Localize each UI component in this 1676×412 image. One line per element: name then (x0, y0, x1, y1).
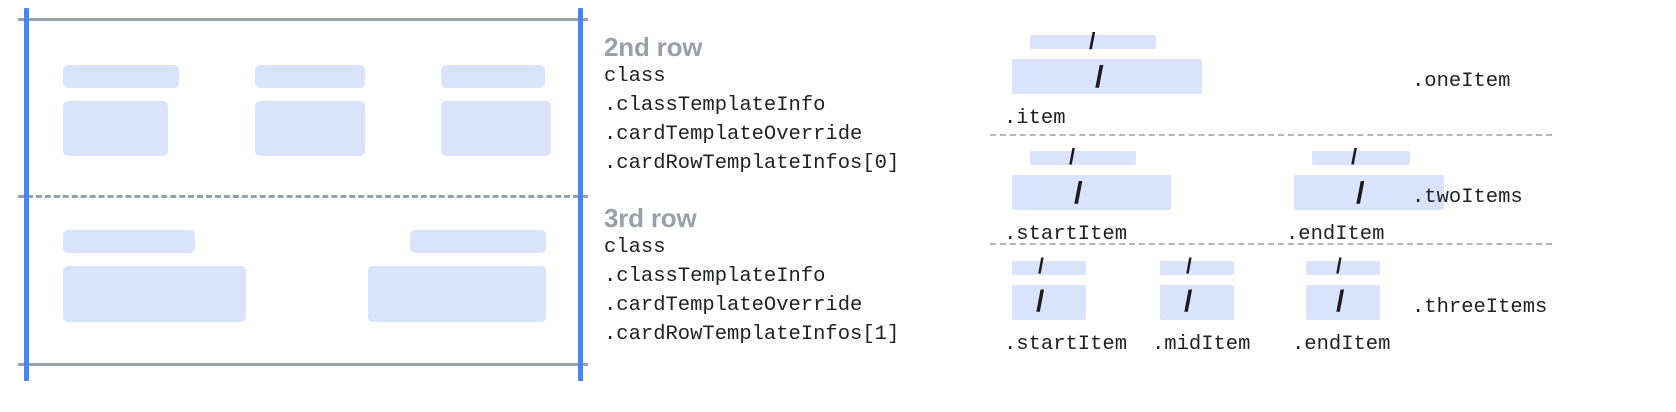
slash-icon: / (1038, 255, 1044, 278)
start-item-caption: .startItem (1004, 223, 1128, 246)
one-item-body-placeholder: / (1012, 59, 1202, 94)
one-item-caption: .item (1004, 107, 1066, 130)
two-items-start-group: / / .startItem (1004, 140, 1224, 246)
variant-label-three-items: .threeItems (1412, 296, 1548, 319)
third-row-description: 3rd row class .classTemplateInfo .cardTe… (604, 203, 899, 349)
variant-separator-1 (990, 134, 1552, 136)
row-description-column: 2nd row class .classTemplateInfo .cardTe… (604, 0, 984, 412)
third-row-code-line-1: class (604, 236, 666, 259)
variant-label-two-items: .twoItems (1412, 186, 1523, 209)
third-row-heading: 3rd row (604, 203, 697, 233)
second-row-code-line-1: class (604, 65, 666, 88)
end-item-body-placeholder: / (1294, 175, 1444, 210)
row3-col2-title-placeholder (410, 230, 546, 253)
card-left-edge-marker (24, 8, 29, 381)
end-item-title-placeholder: / (1306, 256, 1380, 277)
variant-two-items: / / .startItem / / .endItem .twoItems (986, 140, 1676, 247)
variant-one-item: / / .item .oneItem (986, 24, 1676, 131)
slash-icon: / (1095, 59, 1104, 94)
second-row-code-line-3: .cardTemplateOverride (604, 123, 863, 146)
end-item-caption: .endItem (1286, 223, 1385, 246)
end-item-caption: .endItem (1292, 333, 1391, 356)
two-items-end-group: / / .endItem (1286, 140, 1506, 246)
variant-separator-2 (990, 243, 1552, 245)
slash-icon: / (1089, 28, 1096, 54)
row2-col2-title-placeholder (255, 65, 365, 88)
card-right-edge-marker (578, 8, 583, 381)
row3-col2-body-placeholder (368, 266, 546, 322)
row2-col3-body-placeholder (441, 101, 551, 156)
start-item-title-placeholder: / (1012, 256, 1086, 277)
start-item-body-placeholder: / (1012, 175, 1171, 210)
row3-col1-title-placeholder (63, 230, 195, 253)
card-top-rule (18, 18, 588, 21)
row2-col1-body-placeholder (63, 101, 168, 156)
mid-item-body-placeholder: / (1160, 285, 1234, 320)
row2-col2-body-placeholder (255, 101, 365, 156)
end-item-body-placeholder: / (1306, 285, 1380, 320)
card-row-divider (18, 195, 588, 198)
card-bottom-rule (18, 363, 588, 366)
end-item-title-placeholder: / (1312, 146, 1410, 168)
one-item-group: / / .item (1004, 24, 1264, 130)
slash-icon: / (1069, 144, 1076, 169)
variant-three-items: / / .startItem / / .midItem / (986, 250, 1676, 356)
second-row-heading: 2nd row (604, 32, 703, 62)
mid-item-title-placeholder: / (1160, 256, 1234, 277)
slash-icon: / (1336, 255, 1342, 278)
third-row-code-line-3: .cardTemplateOverride (604, 294, 863, 317)
row2-col1-title-placeholder (63, 65, 179, 88)
three-items-mid-group: / / .midItem (1152, 250, 1312, 356)
three-items-start-group: / / .startItem (1004, 250, 1164, 356)
one-item-title-placeholder: / (1030, 30, 1156, 53)
third-row-code-line-4: .cardRowTemplateInfos[1] (604, 323, 900, 346)
second-row-code-line-2: .classTemplateInfo (604, 94, 826, 117)
slash-icon: / (1074, 175, 1083, 210)
slash-icon: / (1351, 144, 1358, 169)
variant-label-one-item: .oneItem (1412, 70, 1511, 93)
card-preview-panel (0, 0, 598, 412)
start-item-caption: .startItem (1004, 333, 1128, 356)
row3-col1-body-placeholder (63, 266, 246, 322)
slash-icon: / (1036, 285, 1045, 318)
slash-icon: / (1184, 285, 1193, 318)
item-variants-panel: / / .item .oneItem / / .startItem (986, 0, 1676, 412)
start-item-title-placeholder: / (1030, 146, 1136, 168)
second-row-description: 2nd row class .classTemplateInfo .cardTe… (604, 32, 899, 178)
slash-icon: / (1356, 175, 1365, 210)
third-row-code-line-2: .classTemplateInfo (604, 265, 826, 288)
mid-item-caption: .midItem (1152, 333, 1251, 356)
slash-icon: / (1336, 285, 1345, 318)
second-row-code-line-4: .cardRowTemplateInfos[0] (604, 152, 900, 175)
row2-col3-title-placeholder (441, 65, 545, 88)
start-item-body-placeholder: / (1012, 285, 1086, 320)
slash-icon: / (1186, 255, 1192, 278)
